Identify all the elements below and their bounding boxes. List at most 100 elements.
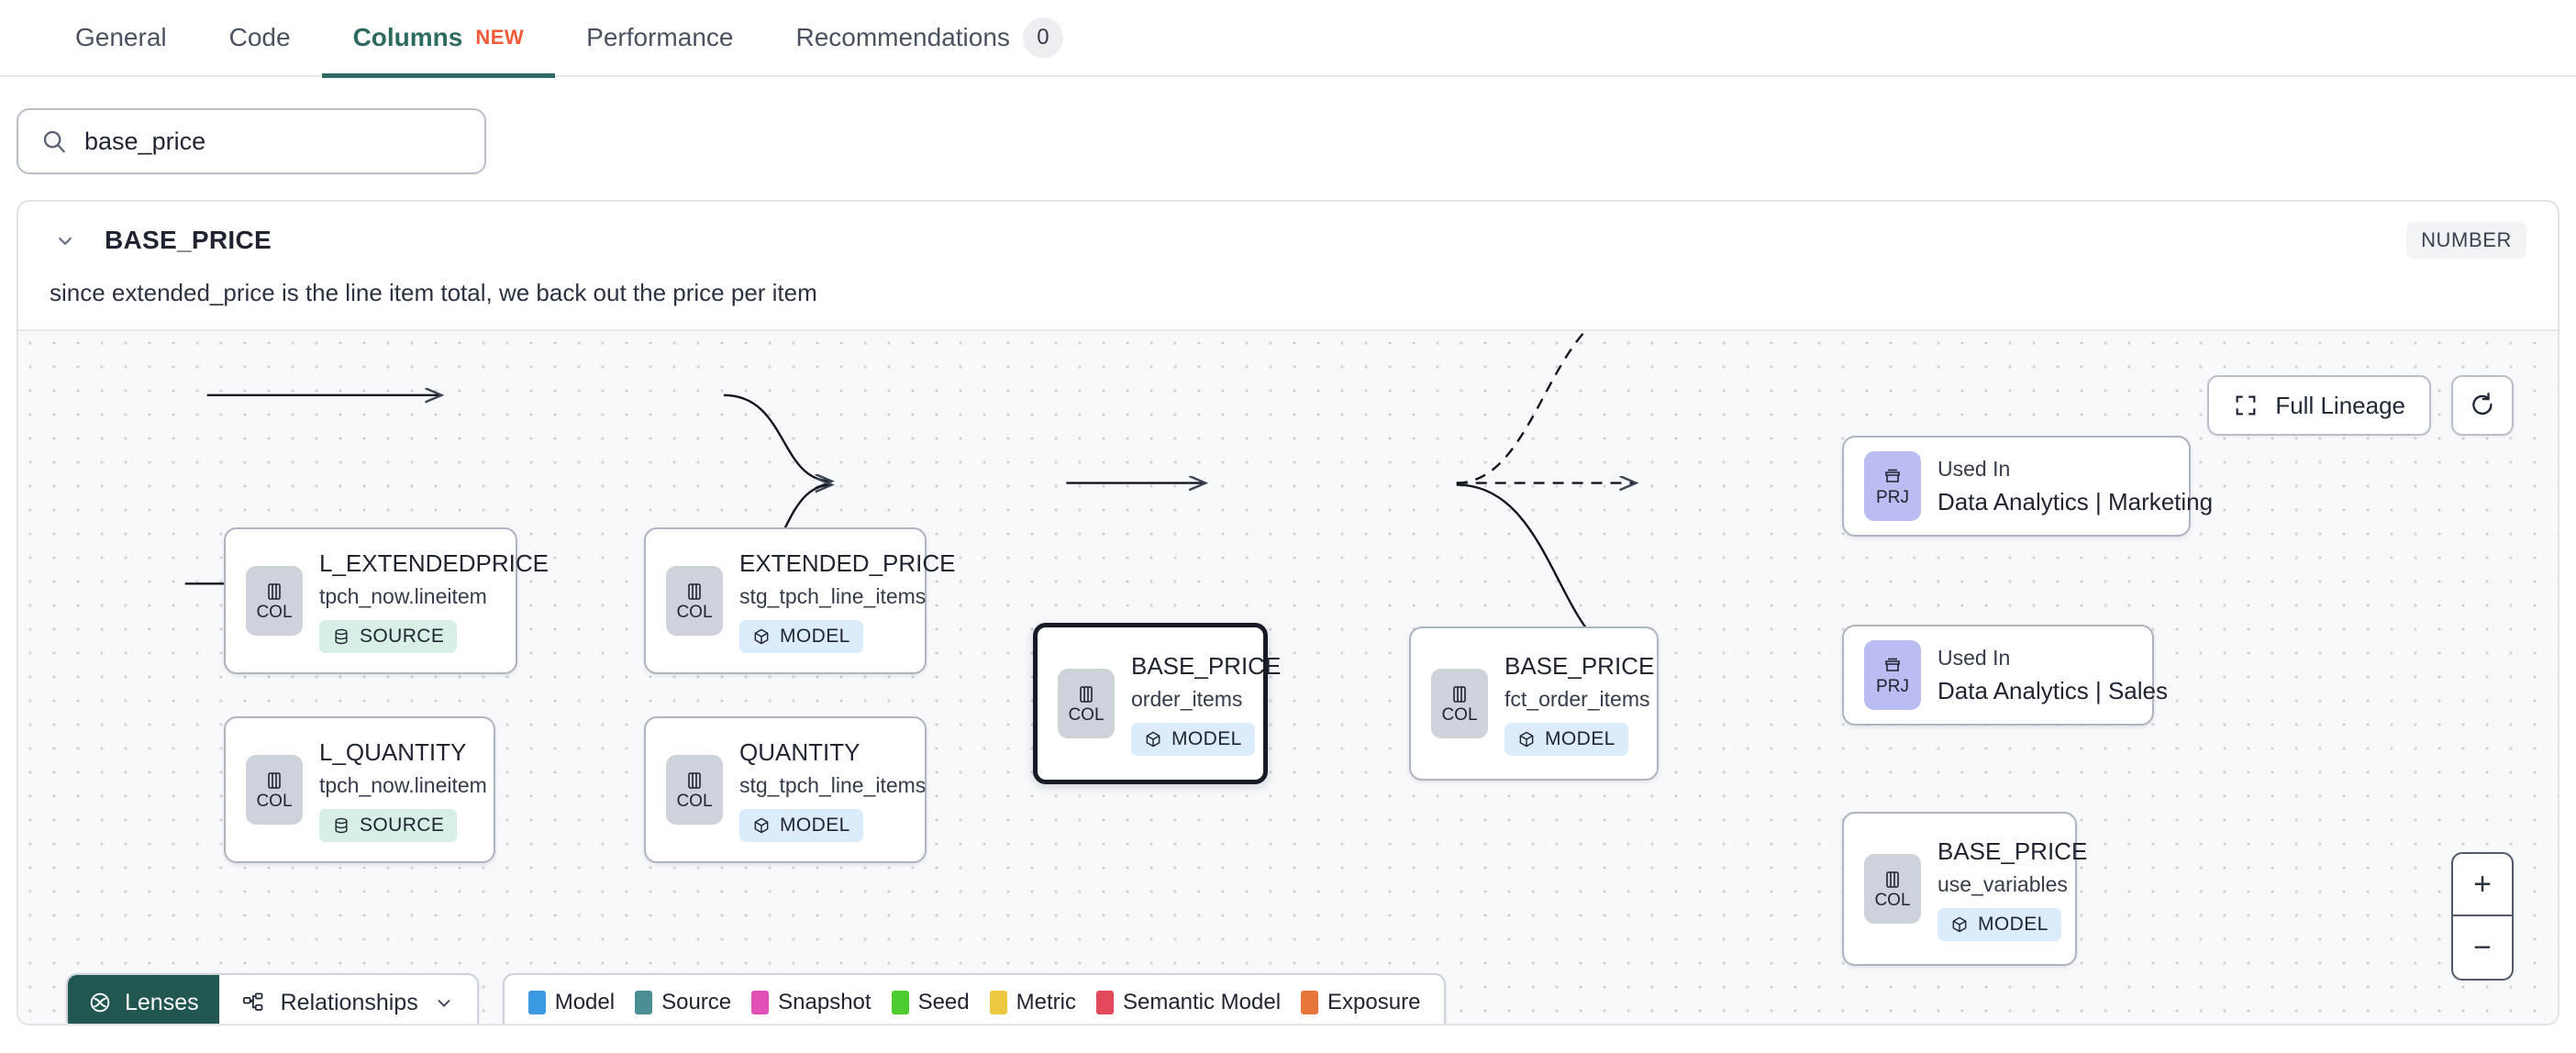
col-kind-label: COL	[256, 792, 293, 811]
page-title: BASE_PRICE	[105, 226, 272, 254]
legend-item-exposure: Exposure	[1301, 990, 1420, 1015]
lenses-button[interactable]: Lenses	[68, 975, 219, 1024]
node-title: Used In	[1938, 646, 2011, 671]
legend-item-source: Source	[635, 990, 731, 1015]
lineage-node-quantity[interactable]: COL QUANTITY stg_tpch_line_items MODEL	[644, 716, 927, 863]
lineage-node-project-sales[interactable]: PRJ Used In Data Analytics | Sales	[1842, 625, 2168, 726]
refresh-button[interactable]	[2451, 375, 2514, 436]
lineage-node-base-price-order-items[interactable]: COL BASE_PRICE order_items MODEL	[1033, 623, 1281, 784]
legend-swatch	[891, 991, 909, 1014]
legend-item-snapshot: Snapshot	[751, 990, 872, 1015]
prj-kind-badge: PRJ	[1864, 451, 1921, 521]
col-kind-label: COL	[1874, 891, 1911, 910]
chevron-down-icon[interactable]	[50, 228, 81, 252]
legend-label: Exposure	[1327, 990, 1421, 1014]
legend-swatch	[527, 991, 546, 1014]
node-title: L_EXTENDEDPRICE	[319, 549, 549, 577]
lineage-canvas[interactable]: COL L_EXTENDEDPRICE tpch_now.lineitem SO…	[18, 329, 2558, 1024]
tab-label: Performance	[586, 23, 734, 51]
tab-label: Code	[228, 23, 291, 51]
legend-item-model: Model	[527, 990, 616, 1015]
node-type-tag: SOURCE	[319, 809, 458, 843]
node-title: Used In	[1938, 457, 2011, 482]
legend-swatch	[751, 991, 770, 1014]
search-area	[0, 77, 2576, 200]
node-type-tag: MODEL	[1505, 723, 1628, 757]
search-input[interactable]	[84, 127, 462, 156]
node-subtitle: use_variables	[1938, 872, 2068, 897]
node-subtitle: stg_tpch_line_items	[739, 773, 927, 798]
legend-swatch	[1095, 991, 1114, 1014]
zoom-out-button[interactable]: −	[2473, 929, 2492, 965]
lineage-node-l-extendedprice[interactable]: COL L_EXTENDEDPRICE tpch_now.lineitem SO…	[224, 527, 549, 674]
col-kind-badge: COL	[1058, 669, 1115, 738]
expand-icon	[2233, 393, 2259, 418]
node-title: BASE_PRICE	[1131, 651, 1282, 680]
search-icon	[40, 127, 68, 155]
lineage-node-base-price-use-variables[interactable]: COL BASE_PRICE use_variables MODEL	[1842, 812, 2087, 966]
col-kind-badge: COL	[246, 566, 303, 636]
node-tag-label: MODEL	[780, 815, 850, 837]
legend-item-seed: Seed	[891, 990, 970, 1015]
prj-kind-label: PRJ	[1876, 488, 1909, 507]
tab-label: Columns	[352, 23, 463, 51]
tab-recommendations[interactable]: Recommendations 0	[764, 0, 1094, 76]
col-kind-badge: COL	[1864, 854, 1921, 924]
legend-label: Source	[661, 990, 732, 1014]
zoom-controls[interactable]: + −	[2451, 852, 2514, 981]
node-subtitle: tpch_now.lineitem	[319, 584, 487, 609]
tab-general[interactable]: General	[44, 0, 198, 76]
full-lineage-button[interactable]: Full Lineage	[2207, 375, 2431, 436]
node-type-tag: MODEL	[739, 809, 863, 843]
legend-label: Model	[554, 990, 616, 1014]
lineage-node-extended-price[interactable]: COL EXTENDED_PRICE stg_tpch_line_items M…	[644, 527, 956, 674]
col-kind-label: COL	[1441, 705, 1478, 725]
lens-icon	[88, 991, 112, 1014]
node-title: L_QUANTITY	[319, 737, 467, 766]
lineage-node-l-quantity[interactable]: COL L_QUANTITY tpch_now.lineitem SOURCE	[224, 716, 495, 863]
lineage-node-project-marketing[interactable]: PRJ Used In Data Analytics | Marketing	[1842, 436, 2213, 537]
col-kind-badge: COL	[1431, 669, 1488, 738]
node-subtitle: order_items	[1131, 687, 1243, 712]
tab-bar: General Code Columns NEW Performance Rec…	[0, 0, 2576, 78]
column-header: BASE_PRICE NUMBER	[18, 202, 2558, 264]
tab-performance[interactable]: Performance	[555, 0, 764, 76]
node-type-legend: Model Source Snapshot Seed Metric	[502, 973, 1447, 1024]
canvas-top-controls: Full Lineage	[2207, 375, 2514, 436]
col-kind-label: COL	[256, 603, 293, 622]
tab-code[interactable]: Code	[198, 0, 322, 76]
node-subtitle: stg_tpch_line_items	[739, 584, 927, 609]
lens-relationship-group: Lenses Relationships	[66, 973, 479, 1024]
legend-swatch	[1301, 991, 1319, 1014]
node-title: QUANTITY	[739, 737, 861, 766]
node-type-tag: SOURCE	[319, 620, 458, 654]
node-tag-label: SOURCE	[360, 626, 445, 648]
lineage-node-base-price-fct-order-items[interactable]: COL BASE_PRICE fct_order_items MODEL	[1409, 626, 1659, 781]
prj-kind-label: PRJ	[1876, 677, 1909, 696]
column-panel: BASE_PRICE NUMBER since extended_price i…	[17, 200, 2559, 1025]
tab-columns[interactable]: Columns NEW	[321, 0, 556, 78]
node-subtitle: tpch_now.lineitem	[319, 773, 487, 798]
tab-label: General	[75, 23, 167, 51]
tab-new-badge: NEW	[475, 26, 525, 49]
tab-label: Recommendations	[795, 23, 1010, 51]
node-tag-label: SOURCE	[360, 815, 445, 837]
relationships-button[interactable]: Relationships	[219, 975, 477, 1024]
node-tag-label: MODEL	[1978, 914, 2049, 936]
lenses-label: Lenses	[125, 989, 199, 1015]
legend-swatch	[989, 991, 1007, 1014]
recommendations-count-badge: 0	[1022, 17, 1063, 58]
legend-label: Metric	[1016, 990, 1076, 1014]
node-tag-label: MODEL	[1545, 728, 1616, 750]
legend-item-semantic-model: Semantic Model	[1095, 990, 1281, 1015]
node-type-tag: MODEL	[1131, 723, 1255, 757]
zoom-in-button[interactable]: +	[2453, 854, 2512, 916]
column-description: since extended_price is the line item to…	[50, 279, 817, 306]
node-subtitle: fct_order_items	[1505, 687, 1650, 712]
search-box[interactable]	[17, 108, 486, 174]
node-subtitle: Data Analytics | Sales	[1938, 676, 2168, 704]
refresh-icon	[2469, 392, 2496, 419]
node-title: BASE_PRICE	[1505, 651, 1655, 680]
full-lineage-label: Full Lineage	[2275, 391, 2405, 419]
node-subtitle: Data Analytics | Marketing	[1938, 487, 2214, 515]
